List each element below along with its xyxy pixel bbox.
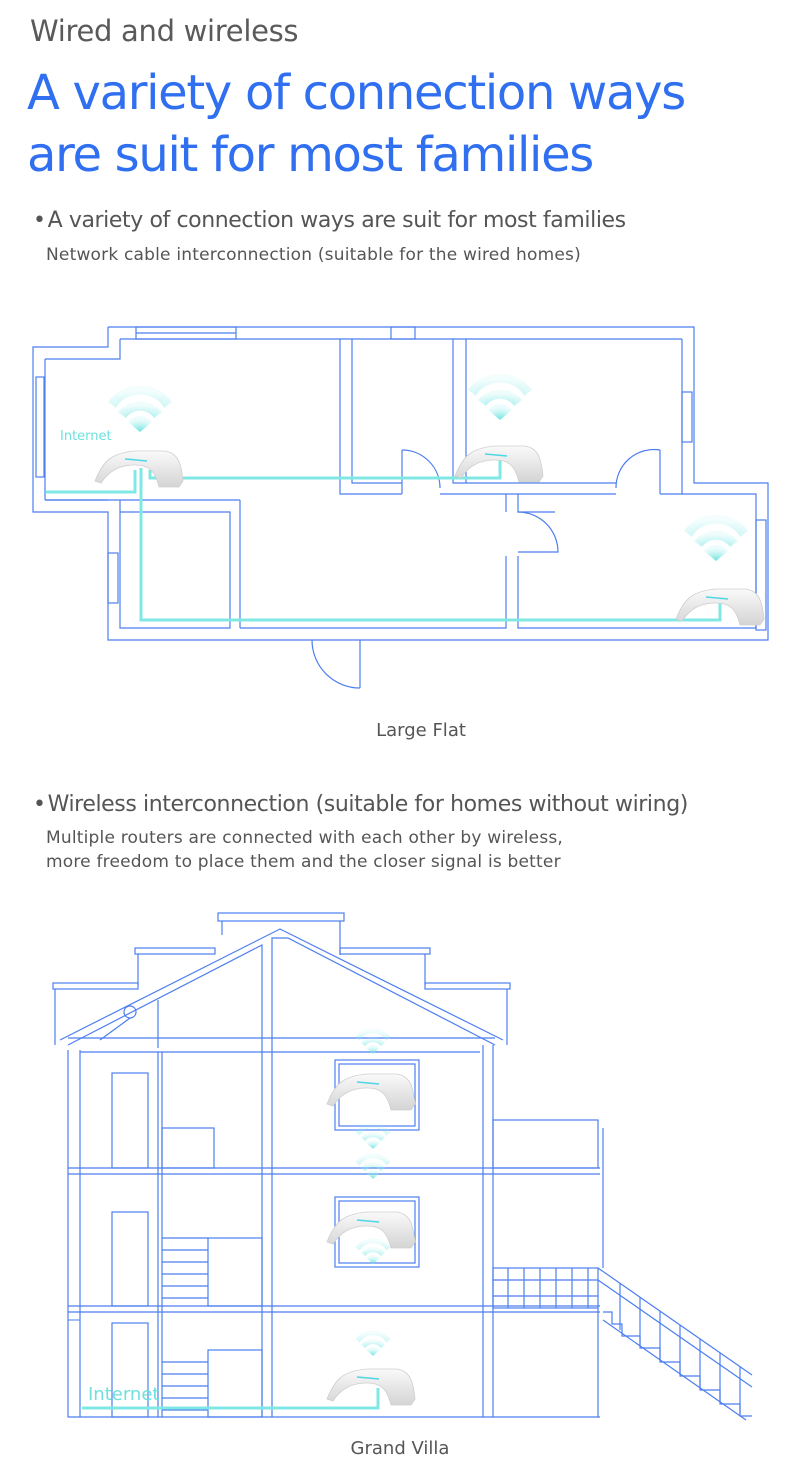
wireless-bullet: Wireless interconnection (suitable for h… <box>33 792 689 817</box>
eyebrow-title: Wired and wireless <box>30 14 299 48</box>
wired-description: Network cable interconnection (suitable … <box>46 245 581 265</box>
wired-bullet: A variety of connection ways are suit fo… <box>33 208 627 233</box>
grand-villa-section: Internet <box>52 912 753 1421</box>
caption-large-flat: Large Flat <box>376 720 466 741</box>
internet-label-flat: Internet <box>60 429 112 444</box>
headline: A variety of connection ways are suit fo… <box>27 62 800 186</box>
headline-line-1: A variety of connection ways <box>27 65 686 121</box>
large-flat-floorplan: Internet <box>32 326 769 689</box>
wireless-description-2: more freedom to place them and the close… <box>46 852 561 872</box>
caption-grand-villa: Grand Villa <box>350 1438 450 1459</box>
internet-label-villa: Internet <box>88 1384 159 1405</box>
wireless-description-1: Multiple routers are connected with each… <box>46 828 564 848</box>
headline-line-2: are suit for most families <box>27 127 594 183</box>
